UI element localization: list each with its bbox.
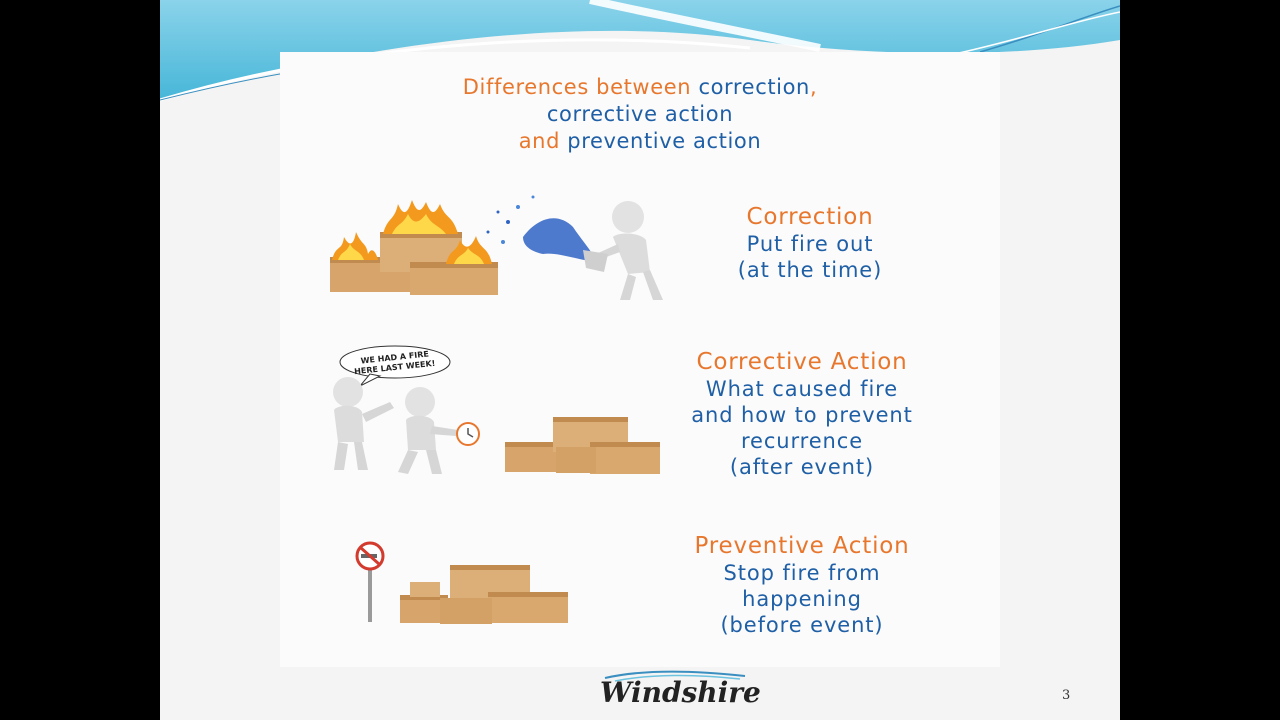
correction-line-1: Put fire out	[746, 232, 874, 256]
preventive-action-line-1: Stop fire from	[723, 561, 881, 585]
correction-text: Correction Put fire out (at the time)	[690, 203, 930, 283]
page-number: 3	[1062, 688, 1071, 703]
preventive-action-line-2: happening	[742, 587, 862, 611]
title-line-2: corrective action	[546, 102, 734, 126]
content-panel: Differences between correction, correcti…	[280, 52, 1000, 667]
logo-wave-icon	[604, 670, 746, 682]
correction-heading: Correction	[746, 204, 874, 230]
preventive-action-heading: Preventive Action	[694, 533, 910, 559]
corrective-action-heading: Corrective Action	[696, 349, 908, 375]
corrective-action-text: Corrective Action What caused fire and h…	[632, 348, 972, 480]
corrective-action-line-2: and how to prevent	[691, 403, 913, 427]
preventive-action-line-3: (before event)	[720, 613, 884, 637]
preventive-action-illustration	[355, 541, 568, 624]
correction-illustration	[330, 195, 663, 300]
correction-line-2: (at the time)	[737, 258, 883, 282]
title-part-3: ,	[809, 75, 818, 99]
title-part-2: correction	[698, 75, 810, 99]
preventive-action-text: Preventive Action Stop fire from happeni…	[632, 532, 972, 638]
title-line-3-rest: preventive action	[560, 129, 762, 153]
title-line-3-and: and	[518, 129, 560, 153]
corrective-action-line-4: (after event)	[729, 455, 875, 479]
slide: Differences between correction, correcti…	[160, 0, 1120, 720]
slide-title: Differences between correction, correcti…	[280, 74, 1000, 155]
title-part-1: Differences between	[462, 75, 699, 99]
corrective-action-line-1: What caused fire	[705, 377, 899, 401]
corrective-action-line-3: recurrence	[740, 429, 864, 453]
windshire-logo: Windshire	[600, 668, 761, 718]
logo-text: Windshire	[600, 676, 761, 709]
corrective-action-illustration: WE HAD A FIRE HERE LAST WEEK!	[333, 345, 660, 474]
